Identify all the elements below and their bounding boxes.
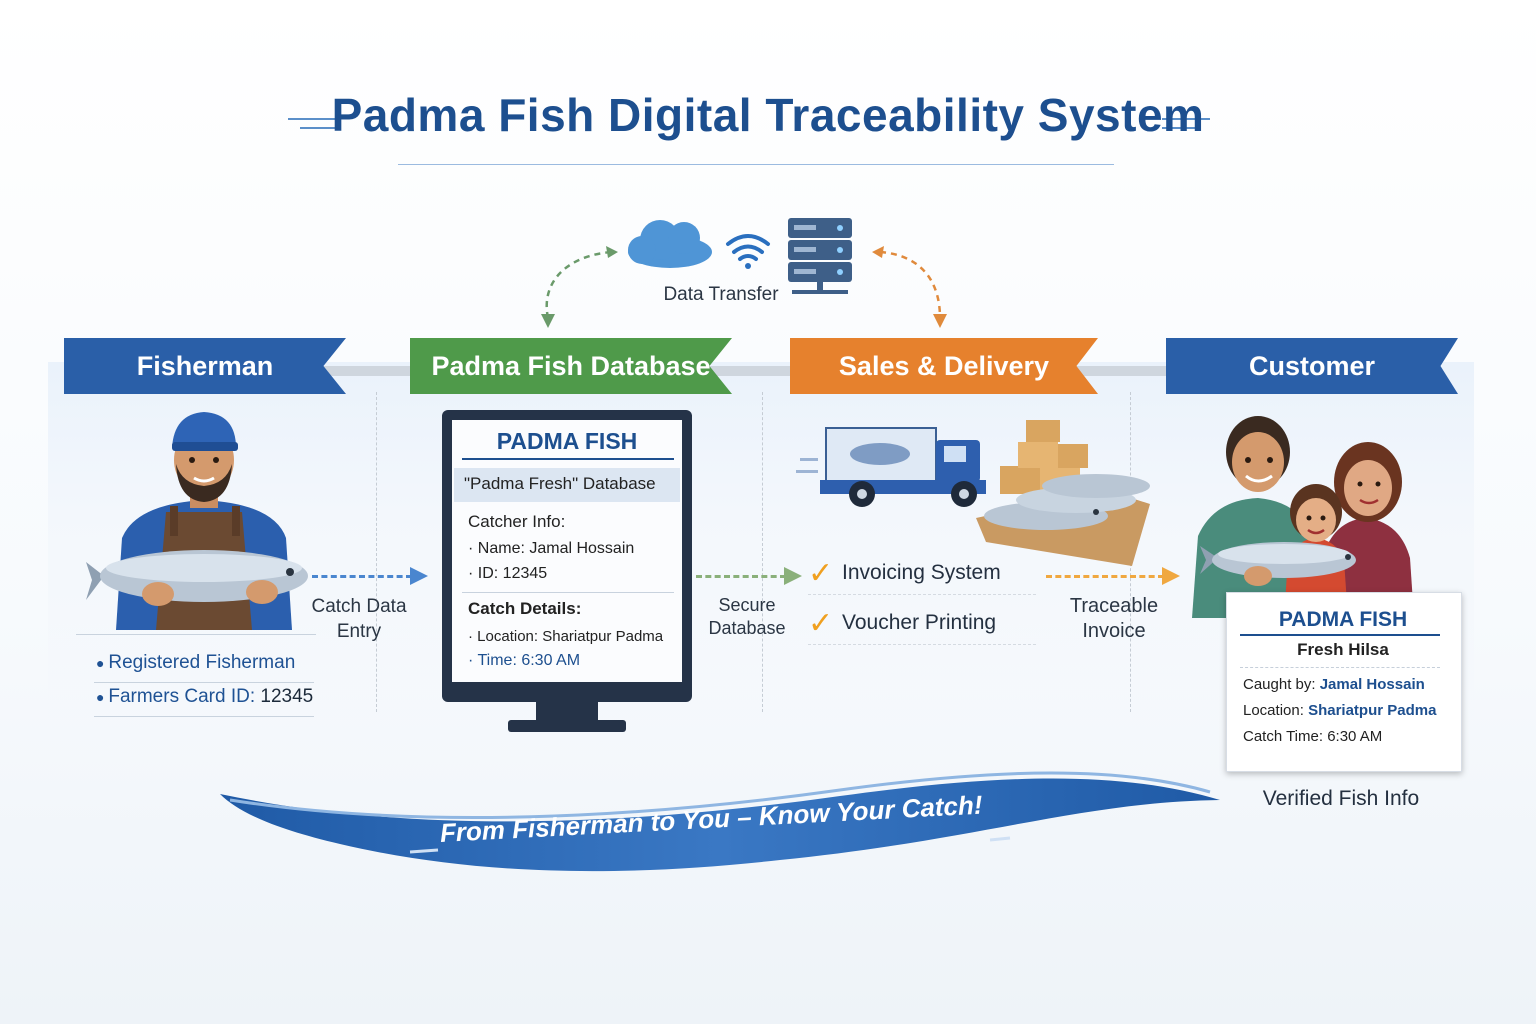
title-deco-left-2 [300, 127, 336, 129]
customer-caption: Verified Fish Info [1262, 787, 1420, 810]
catch-time-value: 6:30 AM [1327, 728, 1383, 745]
left-sync-arrowhead-bottom [541, 314, 555, 328]
card-brand: PADMA FISH [1278, 608, 1408, 631]
database-screen [452, 420, 682, 682]
fisherman-item-card-id: ● Farmers Card ID: 12345 [96, 686, 313, 708]
title-deco-left-1 [288, 118, 336, 120]
card-divider [1240, 667, 1440, 668]
secure-db-label: Secure Database [694, 594, 800, 640]
catcher-item-id: · ID: 12345 [468, 565, 548, 582]
card-row-catch-time: Catch Time: 6:30 AM [1243, 728, 1382, 745]
catch-item-location: · Location: Shariatpur Padma [468, 628, 664, 645]
arrow-catch-entry [312, 575, 412, 578]
caught-by-value: Jamal Hossain [1319, 676, 1425, 693]
screen-divider [462, 592, 674, 593]
check-icon: ✓ [808, 607, 834, 640]
verified-fish-card [1226, 592, 1462, 772]
arrow-traceable-invoice-head [1162, 567, 1180, 585]
delivery-illustration [796, 420, 1150, 566]
left-sync-arrow [545, 250, 613, 319]
card-brand-rule [1240, 634, 1440, 636]
catch-location: Location: Shariatpur Padma [477, 628, 664, 645]
separator-1 [376, 392, 377, 712]
catch-entry-label: Catch Data Entry [304, 594, 414, 644]
secure-db-line-1: Secure [718, 595, 776, 615]
catcher-name: Name: Jamal Hossain [477, 540, 635, 557]
card-product: Fresh Hilsa [1297, 640, 1389, 659]
server-icon [788, 218, 852, 294]
right-sync-arrowhead-bottom [933, 314, 947, 328]
fisherman-list-bottom-rule [94, 716, 314, 717]
traceable-invoice-line-2: Invoice [1082, 620, 1146, 642]
title-underline [398, 164, 1114, 165]
card-row-caught-by: Caught by: Jamal Hossain [1243, 676, 1425, 693]
check-icon: ✓ [808, 557, 834, 590]
catch-item-time: · Time: 6:30 AM [468, 652, 581, 669]
invoicing-label: Invoicing System [842, 561, 1001, 584]
wifi-icon [726, 234, 770, 269]
fish-icon [1200, 542, 1356, 578]
card-row-location: Location: Shariatpur Padma [1243, 702, 1436, 719]
right-sync-arrowhead-top [872, 246, 884, 258]
location-label: Location: [1243, 702, 1304, 719]
cloud-flow-graphic [541, 218, 947, 328]
catch-entry-line-2: Entry [336, 621, 382, 642]
separator-2 [762, 392, 763, 712]
screen-db-name: "Padma Fresh" Database [454, 468, 680, 502]
fisherman-list-rule [94, 682, 314, 683]
location-value: Shariatpur Padma [1308, 702, 1437, 719]
page-title: Padma Fish Digital Traceability System [331, 89, 1205, 141]
catch-entry-line-1: Catch Data [311, 596, 407, 617]
monitor-stand [536, 702, 598, 722]
data-transfer-label: Data Transfer [663, 284, 779, 305]
card-id-label: Farmers Card ID: [108, 686, 256, 707]
arrow-secure-db [696, 575, 786, 578]
arrow-secure-db-head [784, 567, 802, 585]
header-fisherman: Fisherman [64, 338, 346, 394]
traceable-invoice-label: Traceable Invoice [1056, 594, 1172, 644]
fisherman-item-registered: ● Registered Fisherman [96, 652, 295, 674]
header-sales-delivery: Sales & Delivery [790, 338, 1098, 394]
sales-item-invoicing: ✓ Invoicing System [808, 556, 1036, 595]
catch-heading: Catch Details: [468, 599, 582, 618]
title-deco-right-2 [1162, 127, 1198, 129]
title-deco-right-1 [1162, 118, 1210, 120]
left-sync-arrowhead-top [606, 246, 618, 258]
monitor-base [508, 720, 626, 732]
voucher-label: Voucher Printing [842, 611, 997, 634]
arrow-traceable-invoice [1046, 575, 1164, 578]
secure-db-line-2: Database [708, 618, 786, 638]
db-name-text: "Padma Fresh" Database [464, 474, 656, 493]
catcher-item-name: · Name: Jamal Hossain [468, 540, 635, 557]
sales-item-voucher: ✓ Voucher Printing [808, 606, 1036, 645]
cloud-icon [628, 220, 712, 268]
card-id-value: 12345 [260, 686, 314, 707]
screen-brand: PADMA FISH [496, 428, 638, 454]
fisherman-list-top-rule [76, 634, 316, 635]
caught-by-label: Caught by: [1243, 676, 1316, 693]
catch-time: Time: 6:30 AM [477, 652, 581, 669]
header-customer: Customer [1166, 338, 1458, 394]
slogan-wave-banner [220, 771, 1220, 872]
catcher-heading: Catcher Info: [468, 512, 566, 531]
catcher-id: ID: 12345 [477, 565, 548, 582]
customer-family-illustration [1192, 416, 1414, 618]
traceable-invoice-line-1: Traceable [1069, 595, 1159, 617]
screen-brand-rule [462, 458, 674, 460]
catch-time-label: Catch Time: [1243, 728, 1324, 745]
header-database: Padma Fish Database [410, 338, 732, 394]
bullet: ● [96, 689, 109, 705]
right-sync-arrow [879, 250, 942, 319]
registered-label: Registered Fisherman [108, 652, 296, 673]
fisherman-illustration [86, 412, 308, 630]
fish-icon [984, 474, 1150, 530]
bullet: ● [96, 655, 109, 671]
arrow-catch-entry-head [410, 567, 428, 585]
truck-icon [796, 427, 986, 507]
